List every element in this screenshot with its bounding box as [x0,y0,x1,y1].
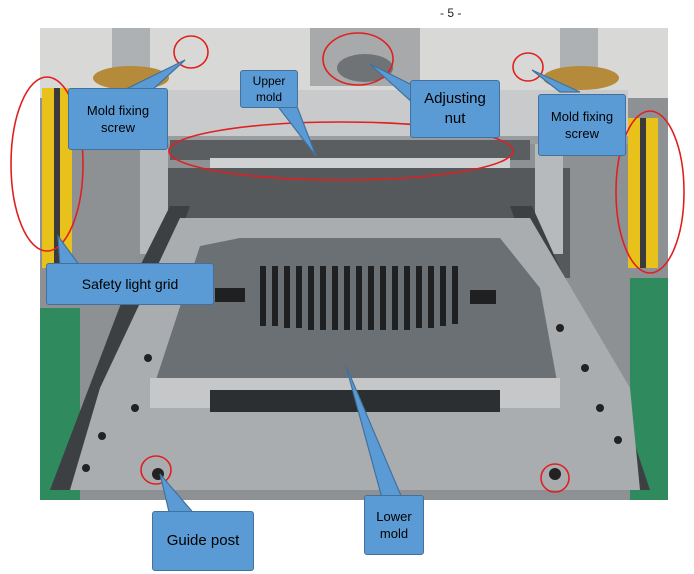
callout-lower-mold: Lower mold [364,495,424,555]
page-number: - 5 - [440,6,462,20]
callout-safety-light-grid: Safety light grid [46,263,214,305]
callout-upper-mold: Upper mold [240,70,298,108]
callout-adjusting-nut: Adjusting nut [410,80,500,138]
callout-guide-post: Guide post [152,511,254,571]
callout-mold-fixing-screw-right: Mold fixing screw [538,94,626,156]
callout-mold-fixing-screw-left: Mold fixing screw [68,88,168,150]
